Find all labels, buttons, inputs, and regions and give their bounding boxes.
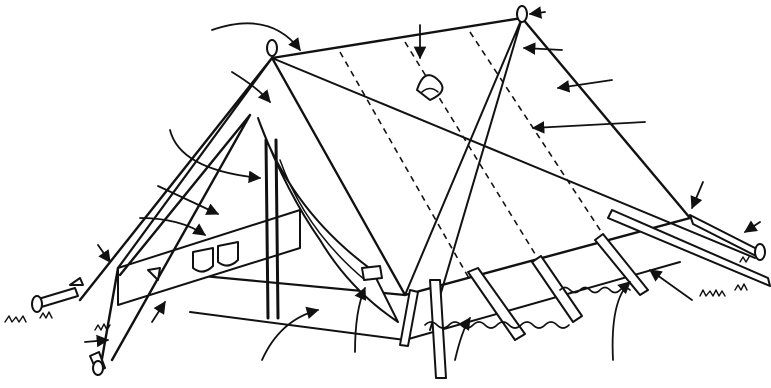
peg-cords: [425, 322, 569, 328]
door-tie: [362, 266, 382, 280]
